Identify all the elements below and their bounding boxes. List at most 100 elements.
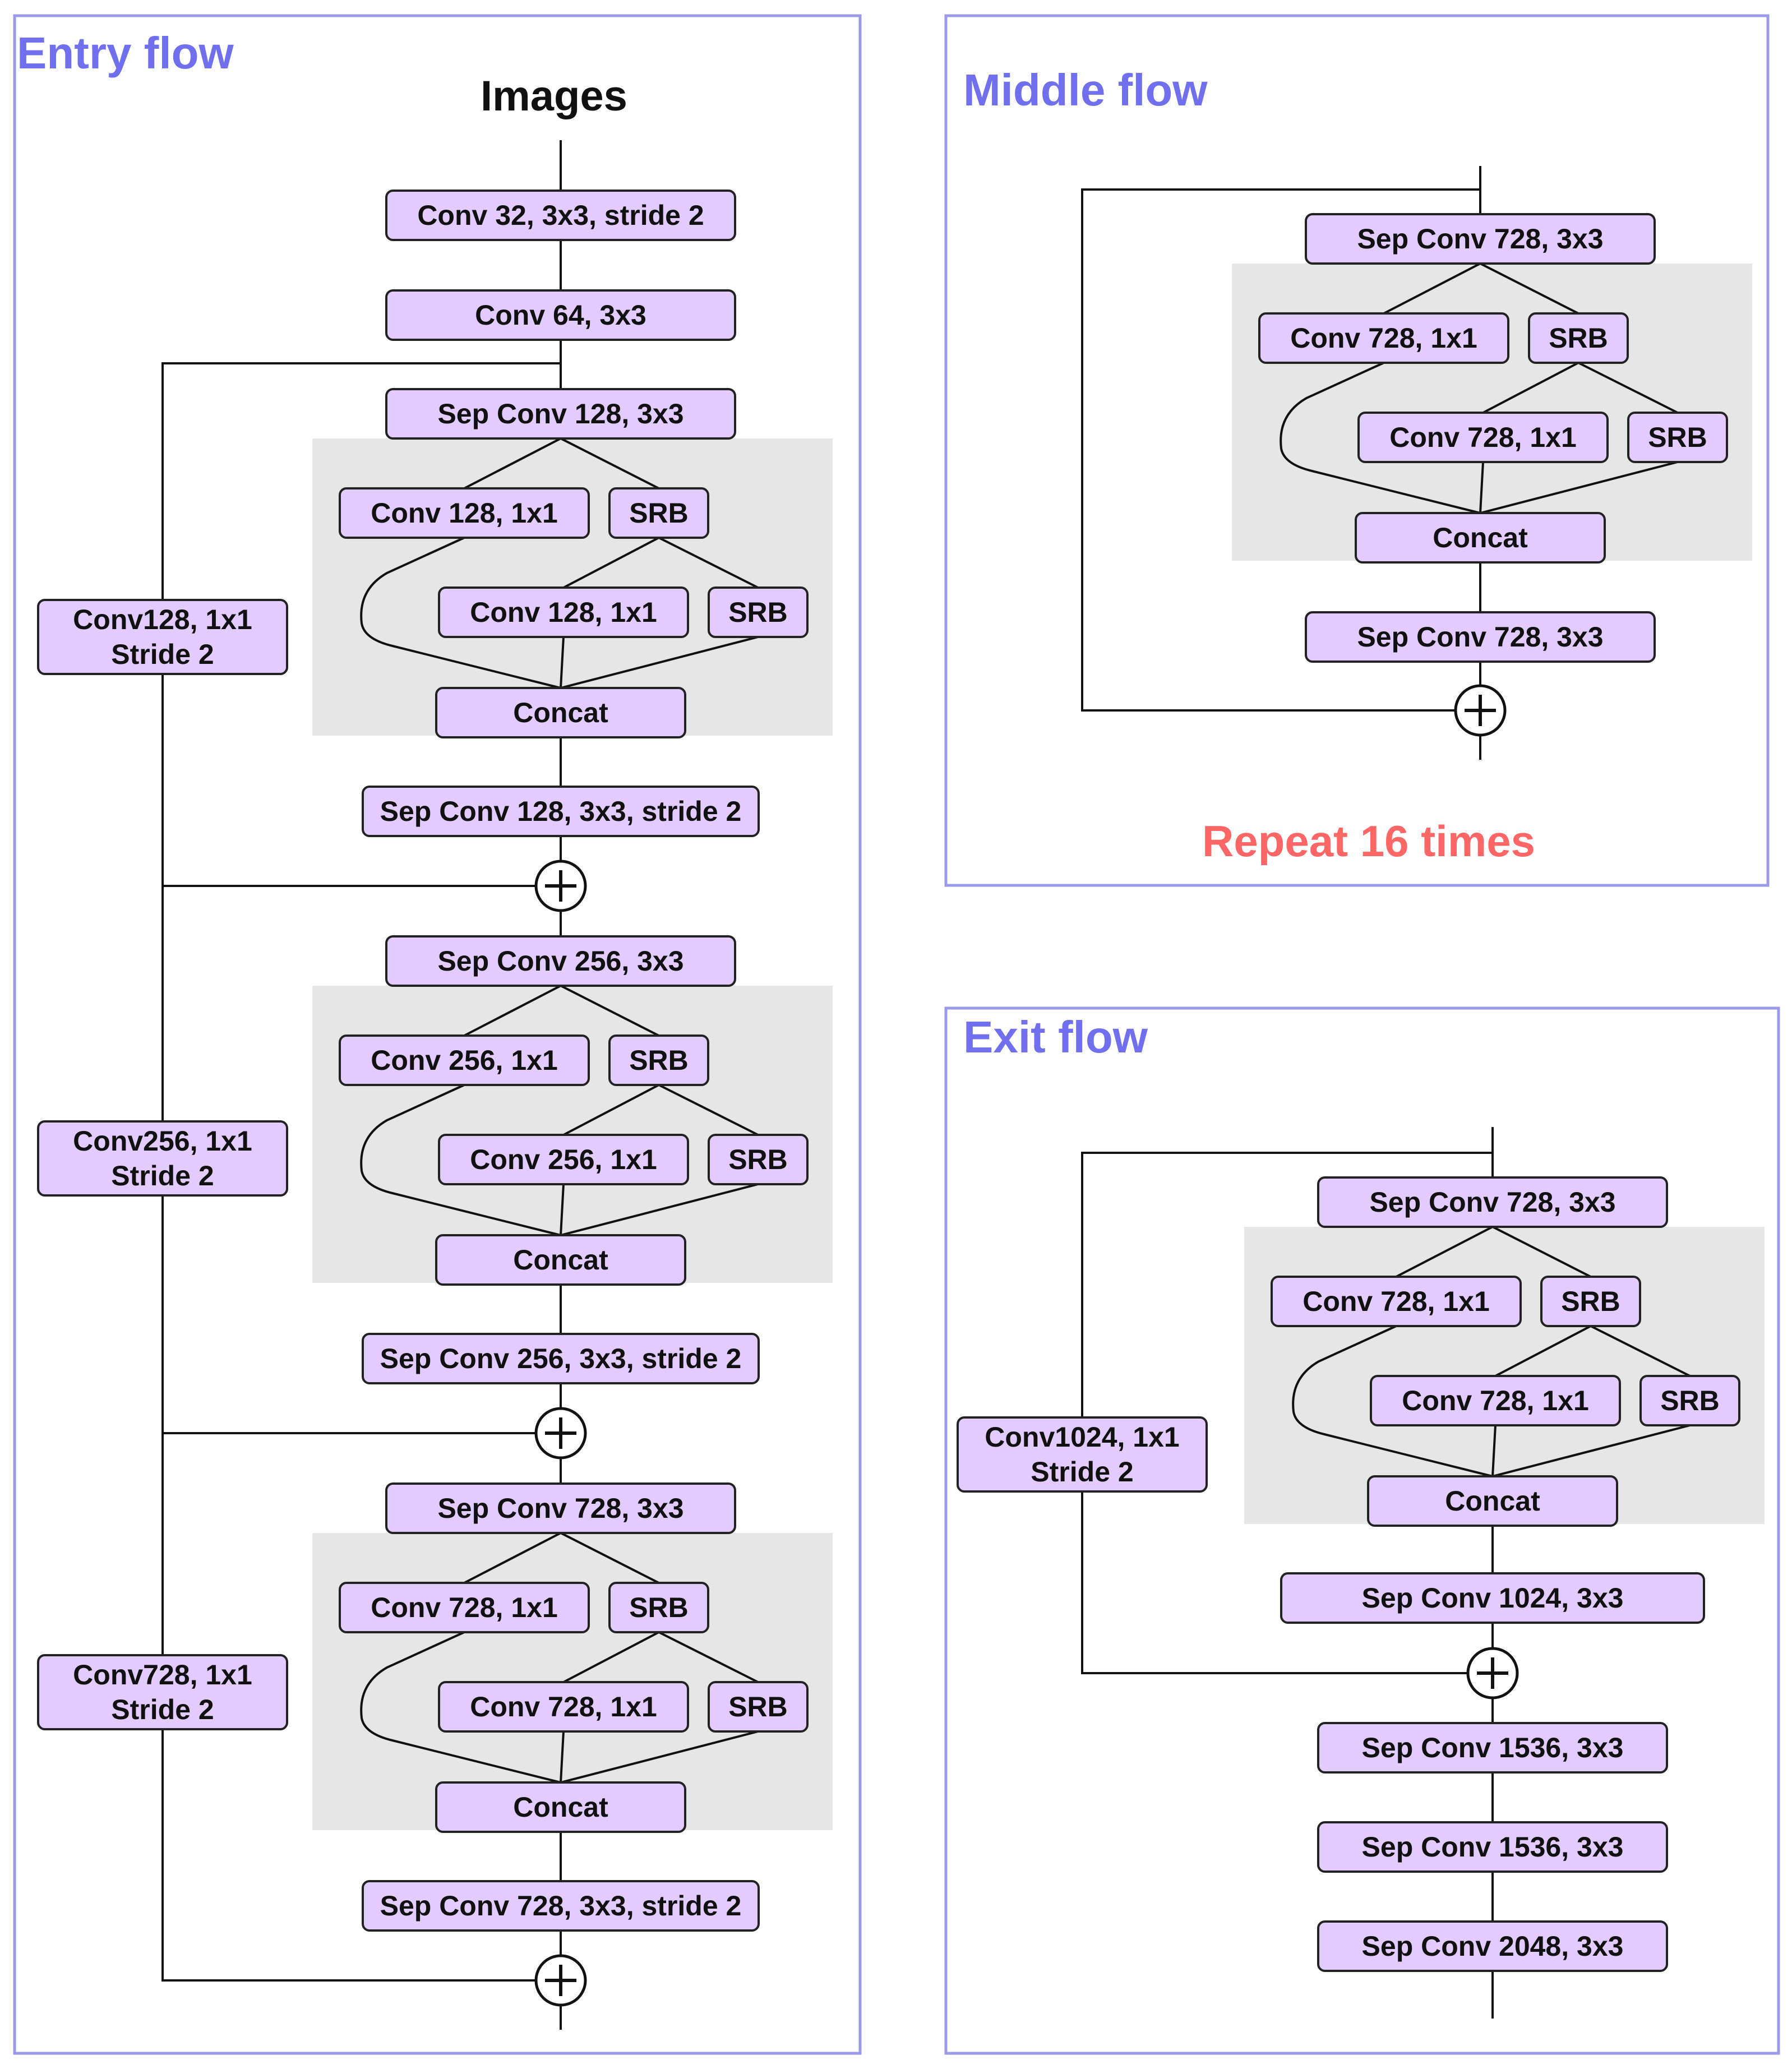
middle-conv-a: Conv 728, 1x1 (1258, 312, 1509, 364)
entry-stage3-conv-b-label: Conv 728, 1x1 (470, 1691, 657, 1722)
entry-stage2-conv-b: Conv 256, 1x1 (438, 1134, 689, 1185)
entry-stage1-add-node (534, 860, 587, 912)
exit-tail-sep-conv-1-label: Sep Conv 1536, 3x3 (1362, 1732, 1624, 1763)
entry-stage1-split-line (658, 537, 759, 589)
entry-stage1-sep-conv-in-shape (385, 388, 736, 440)
exit-tail-sep-conv-1: Sep Conv 1536, 3x3 (1317, 1722, 1668, 1774)
exit-sep-conv-out: Sep Conv 1024, 3x3 (1280, 1572, 1705, 1624)
middle-split-line (1578, 362, 1678, 414)
entry-stage2-shortcut-conv-shape (37, 1120, 288, 1197)
middle-concat: Concat (1355, 512, 1606, 564)
exit-sep-conv-in-label: Sep Conv 728, 3x3 (1369, 1186, 1615, 1218)
middle-merge-curve (1280, 362, 1481, 514)
exit-tail-sep-conv-3-shape (1317, 1920, 1668, 1972)
middle-concat-shape (1355, 512, 1606, 564)
entry-stage2-concat-label: Concat (513, 1244, 608, 1276)
entry-stage2-shortcut-conv-label: Conv256, 1x1 (73, 1125, 252, 1157)
exit-srb-a-label: SRB (1561, 1286, 1620, 1317)
entry-stage1-srb-b: SRB (708, 586, 809, 638)
exit-concat: Concat (1367, 1475, 1618, 1527)
entry-stage1-srb-b-shape (708, 586, 809, 638)
entry-stage2-split-line (464, 985, 561, 1037)
conv32-box: Conv 32, 3x3, stride 2 (385, 190, 736, 241)
middle-srb-b-label: SRB (1648, 422, 1707, 453)
middle-sep-conv-in: Sep Conv 728, 3x3 (1305, 213, 1656, 265)
exit-tail-sep-conv-2: Sep Conv 1536, 3x3 (1317, 1821, 1668, 1873)
exit-merge-curve (1292, 1325, 1493, 1477)
entry-stage3-srb-a-label: SRB (629, 1592, 689, 1623)
entry-stage2-merge-curve (360, 1084, 561, 1236)
entry-stage3-srb-b-shape (708, 1681, 809, 1733)
entry-stage1-srb-a-shape (608, 487, 709, 539)
entry-stage3-shortcut-conv-shape (37, 1654, 288, 1730)
exit-tail-sep-conv-2-shape (1317, 1821, 1668, 1873)
exit-srb-b: SRB (1639, 1375, 1740, 1426)
exit-shortcut-conv-label: Conv1024, 1x1 (985, 1421, 1179, 1453)
entry-stage1-conv-a-label: Conv 128, 1x1 (371, 497, 558, 529)
middle-srb-a-label: SRB (1549, 322, 1608, 354)
entry-stage3-srb-b: SRB (708, 1681, 809, 1733)
entry-stage1-sep-conv-out-label: Sep Conv 128, 3x3, stride 2 (380, 796, 742, 827)
entry-stage3-add-node (534, 1954, 587, 2007)
entry-stage2-srb-a-label: SRB (629, 1045, 689, 1076)
entry-stage3-merge-line (560, 1730, 759, 1784)
entry-stage2-sep-conv-out-label: Sep Conv 256, 3x3, stride 2 (380, 1343, 742, 1374)
entry-stage3-conv-a-label: Conv 728, 1x1 (371, 1592, 558, 1623)
entry-stage3-shortcut-conv-label: Stride 2 (111, 1694, 214, 1725)
entry-stage1-sep-conv-in: Sep Conv 128, 3x3 (385, 388, 736, 440)
entry-stage3-sep-conv-in-shape (385, 1483, 736, 1534)
exit-tail-sep-conv-3-label: Sep Conv 2048, 3x3 (1362, 1931, 1624, 1962)
entry-stage3-conv-a-shape (339, 1582, 590, 1633)
middle-split-line (1482, 362, 1579, 414)
entry-stage2-conv-a-shape (339, 1034, 590, 1086)
exit-sep-conv-out-label: Sep Conv 1024, 3x3 (1362, 1582, 1624, 1614)
entry-stage2-merge-line (560, 1183, 759, 1236)
entry-stage3-srb-b-label: SRB (728, 1691, 788, 1722)
middle-shortcut-line (1081, 188, 1480, 712)
entry-stage1-split-line (563, 537, 659, 589)
exit-split-line (1590, 1325, 1691, 1377)
entry-stage3-split-line (563, 1631, 659, 1683)
exit-srb-a: SRB (1540, 1276, 1641, 1327)
entry-stage1-shortcut-conv-shape (37, 599, 288, 675)
entry-stage2-shortcut-conv-label: Stride 2 (111, 1160, 214, 1191)
entry-stage3-merge-curve (360, 1631, 561, 1784)
middle-sep-conv-out: Sep Conv 728, 3x3 (1305, 611, 1656, 663)
entry-stage1-srb-a-label: SRB (629, 497, 689, 529)
entry-stage3-sep-conv-out: Sep Conv 728, 3x3, stride 2 (362, 1880, 760, 1932)
entry-stage1-merge-curve (360, 537, 561, 689)
exit-conv-a-shape (1271, 1276, 1522, 1327)
entry-stage2-add-node (534, 1407, 587, 1460)
exit-tail-sep-conv-3: Sep Conv 2048, 3x3 (1317, 1920, 1668, 1972)
exit-split-line (1492, 1226, 1591, 1278)
middle-merge-line (1480, 461, 1678, 514)
entry-stage1-sep-conv-out-shape (362, 786, 760, 837)
entry-flow-panel (13, 14, 862, 2055)
entry-stage3-srb-a-shape (608, 1582, 709, 1633)
exit-shortcut-conv-label: Stride 2 (1031, 1456, 1133, 1488)
middle-conv-a-shape (1258, 312, 1509, 364)
exit-split-line (1396, 1226, 1493, 1278)
entry-stage3-sep-conv-out-shape (362, 1880, 760, 1932)
entry-stage3-srb-a: SRB (608, 1582, 709, 1633)
entry-stage2-sep-conv-in-label: Sep Conv 256, 3x3 (437, 945, 683, 977)
middle-conv-b-shape (1357, 412, 1609, 463)
entry-stage3-sep-conv-out-label: Sep Conv 728, 3x3, stride 2 (380, 1890, 742, 1922)
entry-stage2-sep-conv-in-shape (385, 935, 736, 987)
exit-flow-panel (944, 1006, 1780, 2055)
entry-stage2-conv-b-label: Conv 256, 1x1 (470, 1144, 657, 1175)
entry-stage1-split-line (560, 437, 659, 489)
exit-flow-title: Exit flow (963, 1012, 1148, 1062)
conv64-box: Conv 64, 3x3 (385, 289, 736, 341)
entry-stage3-conv-b-shape (438, 1681, 689, 1733)
entry-stage3-merge-line (560, 1731, 565, 1783)
middle-srb-b-shape (1627, 412, 1728, 463)
exit-conv-b-shape (1370, 1375, 1621, 1426)
entry-stage1-srb-a: SRB (608, 487, 709, 539)
exit-srb-b-label: SRB (1660, 1385, 1720, 1416)
middle-split-line (1480, 262, 1579, 315)
conv64-box-label: Conv 64, 3x3 (475, 299, 646, 331)
